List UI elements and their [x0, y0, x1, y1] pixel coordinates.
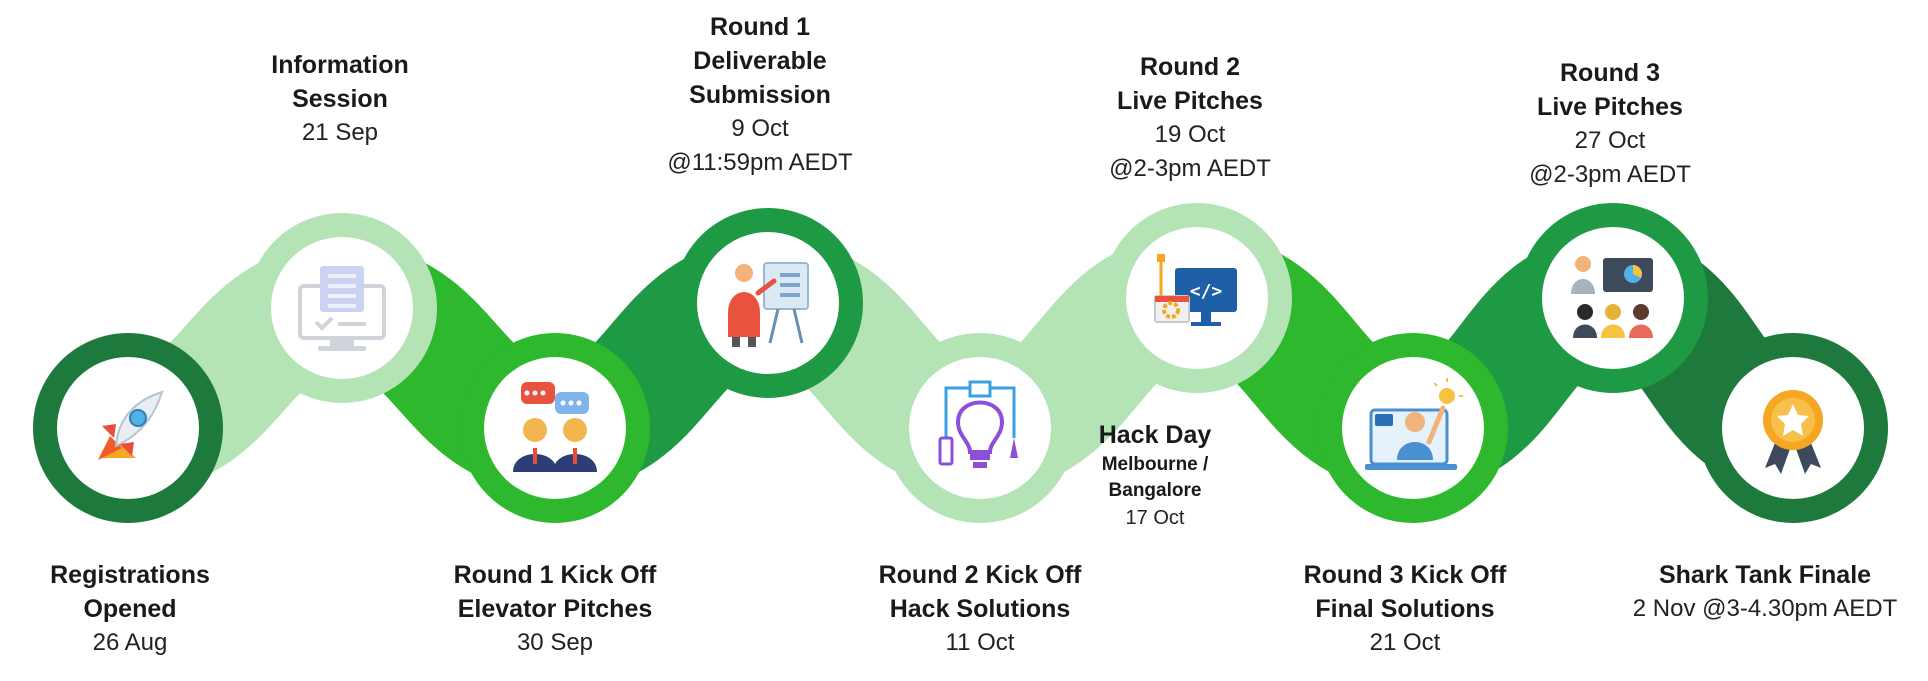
milestone-title: Round 2 Kick Off Hack Solutions	[878, 561, 1082, 623]
team-meeting-icon	[1571, 256, 1653, 338]
milestone-date: 2 Nov @3-4.30pm AEDT	[1632, 595, 1898, 622]
ring-round3-live	[1518, 203, 1708, 393]
milestone-date: 26 Aug	[92, 629, 168, 656]
timeline-rings	[33, 203, 1888, 523]
label-information-session: Information Session 21 Sep	[230, 48, 450, 150]
hack-day-title: Hack Day	[1098, 421, 1212, 449]
presenter-board-icon	[728, 262, 809, 347]
milestone-title: Registrations Opened	[50, 561, 210, 623]
milestone-title: Shark Tank Finale	[1658, 561, 1872, 589]
ring-inner	[909, 357, 1051, 499]
milestone-title: Information Session	[271, 51, 409, 113]
hack-day-date: 17 Oct	[1125, 507, 1185, 529]
label-round2-kickoff: Round 2 Kick Off Hack Solutions 11 Oct	[850, 558, 1110, 660]
milestone-date: 21 Oct	[1369, 629, 1441, 656]
label-round3-kickoff: Round 3 Kick Off Final Solutions 21 Oct	[1275, 558, 1535, 660]
milestone-date: 9 Oct @11:59pm AEDT	[667, 115, 853, 176]
label-hack-day: Hack Day Melbourne / Bangalore 17 Oct	[1080, 418, 1230, 532]
ring-round2-kickoff	[885, 333, 1075, 523]
milestone-date: 30 Sep	[516, 629, 594, 656]
timeline-icons: </>	[98, 254, 1823, 474]
label-shark-tank: Shark Tank Finale 2 Nov @3-4.30pm AEDT	[1610, 558, 1920, 626]
svg-text:</>: </>	[1190, 281, 1223, 302]
label-round1-deliverable: Round 1 Deliverable Submission 9 Oct @11…	[640, 10, 880, 180]
milestone-title: Round 1 Deliverable Submission	[689, 13, 831, 109]
milestone-title: Round 3 Kick Off Final Solutions	[1303, 561, 1507, 623]
ring-round1-kickoff	[460, 333, 650, 523]
label-round3-live: Round 3 Live Pitches 27 Oct @2-3pm AEDT	[1490, 56, 1730, 192]
chat-people-icon	[513, 382, 597, 472]
milestone-date: 27 Oct @2-3pm AEDT	[1529, 127, 1691, 188]
milestone-title: Round 2 Live Pitches	[1117, 53, 1263, 115]
label-round2-live: Round 2 Live Pitches 19 Oct @2-3pm AEDT	[1070, 50, 1310, 186]
milestone-title: Round 1 Kick Off Elevator Pitches	[453, 561, 657, 623]
label-round1-kickoff: Round 1 Kick Off Elevator Pitches 30 Sep	[425, 558, 685, 660]
rocket-icon	[98, 390, 164, 460]
ring-inner	[484, 357, 626, 499]
monitor-checklist-icon	[298, 266, 386, 351]
video-presenter-icon	[1365, 378, 1463, 470]
milestone-date: 21 Sep	[301, 119, 379, 146]
lightbulb-circuit-icon	[938, 380, 1018, 468]
ring-inner	[1542, 227, 1684, 369]
milestone-date: 11 Oct	[945, 629, 1015, 656]
label-registrations: Registrations Opened 26 Aug	[20, 558, 240, 660]
hack-day-location: Melbourne / Bangalore	[1101, 454, 1209, 501]
milestone-date: 19 Oct @2-3pm AEDT	[1109, 121, 1271, 182]
milestone-title: Round 3 Live Pitches	[1537, 59, 1683, 121]
code-monitor-icon: </>	[1154, 254, 1237, 326]
award-medal-icon	[1763, 390, 1823, 474]
